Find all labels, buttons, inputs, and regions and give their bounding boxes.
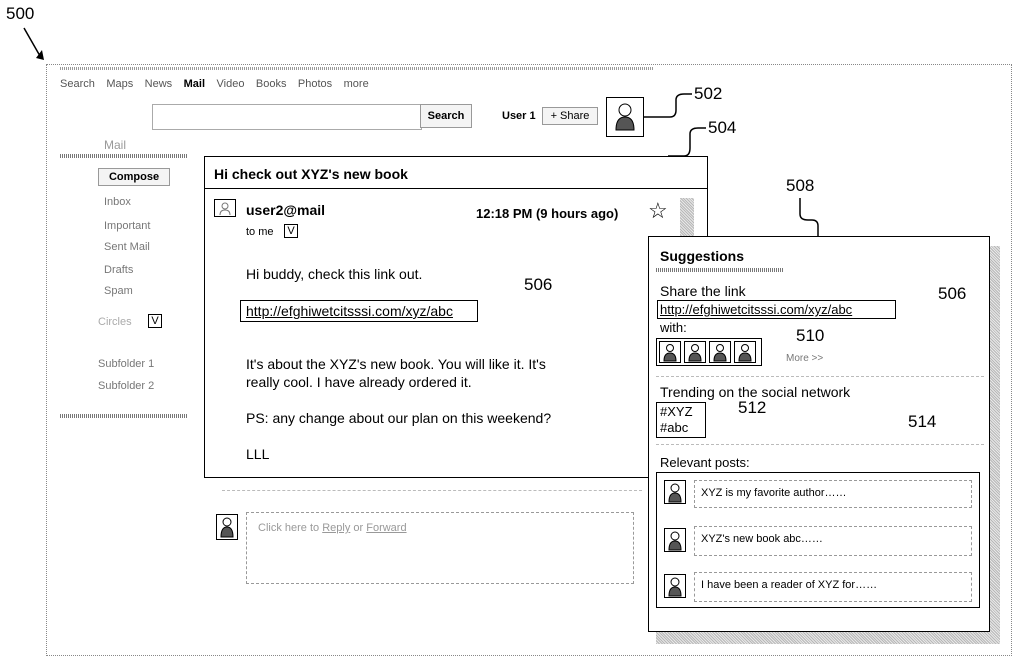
sidebar-top-divider [60,154,188,158]
contact-avatar-3[interactable] [709,341,731,363]
hashtag-box: #XYZ #abc [656,402,706,438]
reply-box[interactable] [246,512,634,584]
sidebar-item-important[interactable]: Important [104,220,151,232]
share-label: Share the link [660,283,746,299]
hashtag-abc[interactable]: #abc [660,420,689,435]
sidebar-item-spam[interactable]: Spam [104,285,133,297]
reply-prompt: Click here to Reply or Forward [258,522,407,534]
suggestions-divider-2 [656,444,984,445]
nav-search[interactable]: Search [60,78,95,90]
browser-frame [46,64,1012,656]
email-link-box [240,300,478,322]
email-panel [204,156,708,478]
share-link-box [657,300,896,319]
reply-link[interactable]: Reply [322,522,351,534]
sidebar-subfolder-1[interactable]: Subfolder 1 [98,358,155,370]
reply-divider [222,490,642,491]
nav-books[interactable]: Books [255,78,287,90]
person-icon [668,483,682,503]
email-body-line-2: really cool. I have already ordered it. [246,374,472,390]
suggestions-title: Suggestions [660,248,745,264]
search-button[interactable]: Search [420,104,472,128]
email-subject: Hi check out XYZ's new book [214,166,408,182]
ref-502: 502 [694,84,723,103]
email-body-line-1: It's about the XYZ's new book. You will … [246,356,546,372]
share-link[interactable]: http://efghiwetcitsssi.com/xyz/abc [660,302,853,317]
ref-504: 504 [708,118,737,137]
nav-news[interactable]: News [144,78,173,90]
email-greeting: Hi buddy, check this link out. [246,266,423,282]
share-contacts [656,338,762,366]
ref-514: 514 [908,412,937,431]
star-icon[interactable]: ☆ [648,198,668,223]
nav-maps[interactable]: Maps [106,78,134,90]
mail-logo: Mail [104,138,127,152]
person-icon [688,344,702,362]
person-icon [738,344,752,362]
nav-video[interactable]: Video [216,78,245,90]
post-avatar-3 [664,574,686,598]
post-item-3[interactable]: I have been a reader of XYZ for…… [694,572,972,602]
trending-label: Trending on the social network [660,384,851,400]
contact-avatar-1[interactable] [659,341,681,363]
person-icon [713,344,727,362]
suggestions-title-underline [656,268,784,272]
person-icon [663,344,677,362]
share-with-label: with: [660,320,687,335]
hashtag-xyz[interactable]: #XYZ [660,404,693,419]
search-input[interactable] [152,104,422,130]
subject-divider [204,188,708,189]
recipient-toggle[interactable]: V [284,224,298,238]
post-item-2[interactable]: XYZ's new book abc…… [694,526,972,556]
more-contacts-link[interactable]: More >> [786,353,824,364]
sidebar-subfolder-2[interactable]: Subfolder 2 [98,380,155,392]
ref-512: 512 [738,398,767,417]
post-item-1[interactable]: XYZ is my favorite author…… [694,480,972,508]
sidebar-circles[interactable]: Circles [98,316,132,328]
top-bar-divider [60,67,654,70]
ref-508: 508 [786,176,815,195]
email-time: 12:18 PM (9 hours ago) [476,206,619,221]
suggestions-divider-1 [656,376,984,377]
recipient-label: to me [246,226,274,238]
ref-506-suggestions: 506 [938,284,967,303]
person-icon [668,577,682,597]
share-button[interactable]: + Share [542,107,598,125]
reply-avatar [216,514,238,540]
relevant-posts-box [656,472,980,608]
sidebar-bottom-divider [60,414,188,418]
user-name: User 1 [502,110,536,122]
person-icon [668,531,682,551]
email-ps: PS: any change about our plan on this we… [246,410,552,426]
relevant-posts-label: Relevant posts: [660,455,750,470]
nav-mail[interactable]: Mail [183,78,206,90]
contact-avatar-4[interactable] [734,341,756,363]
reply-prompt-text: Click here to [258,522,320,534]
post-avatar-2 [664,528,686,552]
person-icon [219,202,231,216]
compose-button[interactable]: Compose [98,168,170,186]
post-avatar-1 [664,480,686,504]
email-scrollbar[interactable] [680,198,694,238]
ref-510: 510 [796,326,825,345]
email-link[interactable]: http://efghiwetcitsssi.com/xyz/abc [246,303,453,319]
sidebar-item-sent[interactable]: Sent Mail [104,241,150,253]
forward-link[interactable]: Forward [366,522,407,534]
person-icon [615,103,635,131]
contact-avatar-2[interactable] [684,341,706,363]
top-nav: Search Maps News Mail Video Books Photos… [60,74,376,92]
user-avatar[interactable] [606,97,644,137]
circles-toggle[interactable]: V [148,314,162,328]
person-icon [220,517,234,538]
nav-photos[interactable]: Photos [297,78,333,90]
email-signature: LLL [246,446,270,462]
figure-ref-label: 500 [6,4,35,23]
sidebar-item-inbox[interactable]: Inbox [104,196,131,208]
nav-more[interactable]: more [343,78,369,90]
ref-506-email: 506 [524,275,553,294]
sender-avatar [214,199,236,217]
reply-or: or [353,522,364,534]
sender-address: user2@mail [246,202,326,218]
sidebar-item-drafts[interactable]: Drafts [104,264,134,276]
